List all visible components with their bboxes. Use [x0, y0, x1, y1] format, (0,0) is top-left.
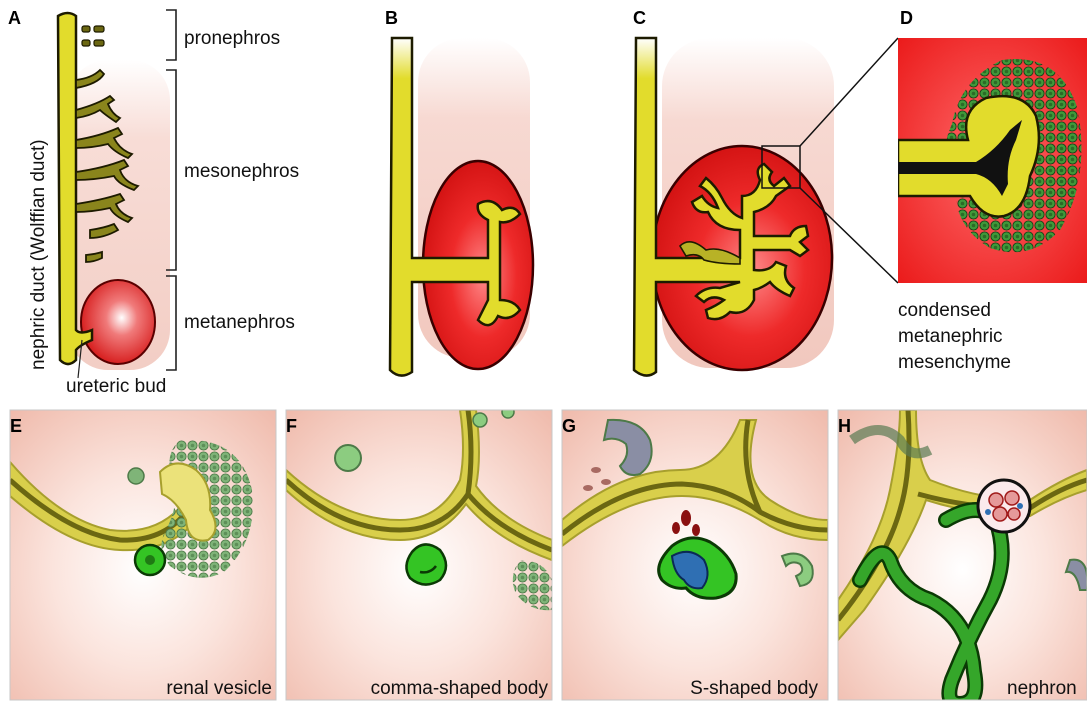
- pronephros-tubules: [82, 26, 104, 46]
- nephric-duct-label: nephric duct (Wolffian duct): [28, 139, 49, 370]
- comma-shaped-body: [406, 544, 446, 584]
- h-caption: nephron: [1007, 678, 1077, 699]
- panel-d-letter: D: [900, 8, 913, 28]
- panel-f-letter: F: [286, 416, 297, 436]
- panel-h-letter: H: [838, 416, 851, 436]
- panel-a: A pronephros mesonephros metane: [8, 8, 299, 397]
- mesonephros-label: mesonephros: [184, 161, 299, 182]
- panel-d: D condensed metanephric mesenchyme: [898, 8, 1087, 373]
- panel-f: F comma-shaped body: [286, 406, 552, 700]
- pronephros-bracket: [166, 10, 176, 60]
- panel-b: B: [385, 8, 533, 376]
- panel-c: C: [633, 8, 898, 376]
- f-cell-1: [335, 445, 361, 471]
- f-caption: comma-shaped body: [371, 678, 549, 699]
- d-caption-line1: condensed: [898, 300, 991, 321]
- g-red-3: [692, 524, 700, 536]
- panel-c-letter: C: [633, 8, 646, 28]
- g-red-2: [672, 522, 680, 534]
- f-cell-2: [473, 413, 487, 427]
- glomerulus-loop-2: [1005, 491, 1019, 505]
- d-caption-line2: metanephric: [898, 326, 1003, 347]
- g-dot-1: [591, 467, 601, 473]
- panel-e-letter: E: [10, 416, 22, 436]
- panel-g: G S-shaped body: [562, 410, 828, 700]
- glomerulus-loop-1: [989, 493, 1003, 507]
- panel-h: H nephron: [838, 410, 1087, 702]
- pronephros-label: pronephros: [184, 28, 280, 49]
- glomerulus-loop-4: [1008, 508, 1020, 520]
- e-cell: [128, 468, 144, 484]
- g-dot-3: [583, 485, 593, 491]
- renal-vesicle-lumen: [145, 555, 155, 565]
- d-caption-line3: mesenchyme: [898, 352, 1011, 373]
- metanephros-ball: [81, 280, 155, 364]
- panel-a-letter: A: [8, 8, 21, 28]
- ureteric-bud-label: ureteric bud: [66, 376, 166, 397]
- panel-g-letter: G: [562, 416, 576, 436]
- podocyte-2: [1017, 503, 1023, 509]
- panel-e: E renal vesicle: [10, 410, 276, 700]
- e-caption: renal vesicle: [166, 678, 272, 699]
- g-caption: S-shaped body: [690, 678, 818, 699]
- podocyte-1: [985, 509, 991, 515]
- g-dot-2: [601, 479, 611, 485]
- g-red-1: [681, 510, 691, 526]
- f-cell-3: [502, 406, 514, 418]
- panel-b-letter: B: [385, 8, 398, 28]
- glomerulus-loop-3: [993, 507, 1007, 521]
- metanephros-label: metanephros: [184, 312, 295, 333]
